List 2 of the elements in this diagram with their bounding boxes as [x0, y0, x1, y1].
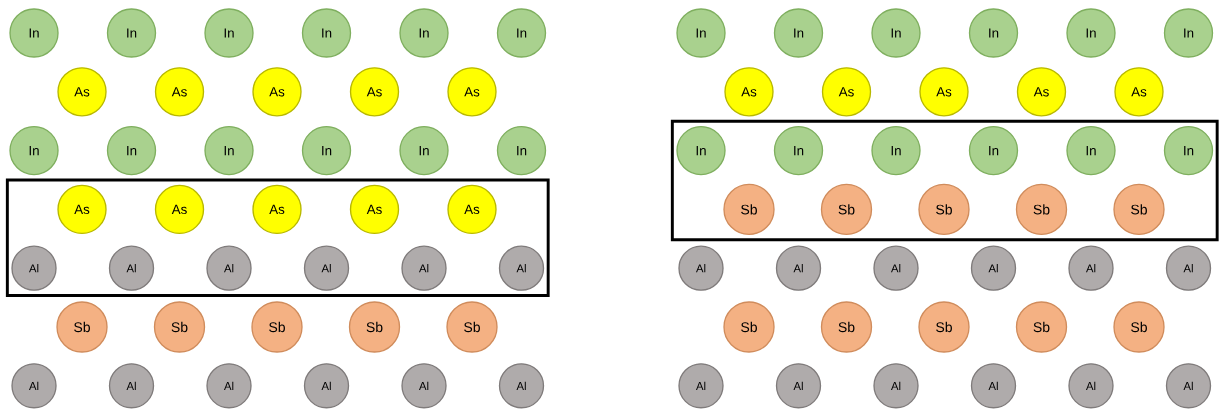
- frame-box: [5, 178, 550, 297]
- frame-box: [670, 119, 1219, 242]
